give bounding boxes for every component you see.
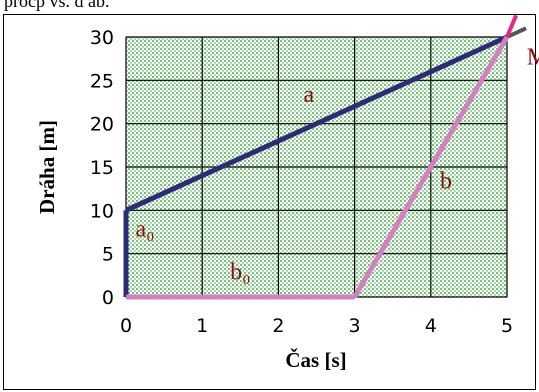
y-axis-title: Dráha [m] — [35, 120, 59, 214]
tick-labels: 0 1 2 3 4 5 0 5 10 15 20 25 30 — [90, 27, 513, 337]
x-tick-label-3: 3 — [349, 315, 361, 337]
series-labels: a b a₀ b₀ M — [136, 45, 539, 286]
y-tick-label-6: 30 — [90, 27, 114, 49]
x-tick-label-5: 5 — [501, 315, 513, 337]
y-tick-label-4: 20 — [90, 114, 114, 136]
series-label-2: a₀ — [136, 216, 155, 242]
series-label-1: b — [440, 169, 452, 195]
series-lines — [123, 14, 527, 300]
y-tick-label-5: 25 — [90, 70, 114, 92]
series-line-a — [124, 34, 509, 213]
top-text: procp vs. d ab. — [4, 0, 110, 11]
x-tick-label-4: 4 — [425, 315, 437, 337]
top-text-strip: procp vs. d ab. — [0, 0, 539, 14]
line-extension-1 — [505, 14, 518, 38]
series-line-b — [352, 35, 510, 299]
x-tick-label-2: 2 — [272, 315, 284, 337]
y-tick-label-2: 10 — [90, 200, 114, 222]
x-tick-label-0: 0 — [120, 315, 132, 337]
x-axis-title: Čas [s] — [285, 348, 346, 372]
chart-frame — [3, 14, 536, 390]
series-label-4: M — [527, 45, 539, 71]
series-label-3: b₀ — [230, 260, 250, 286]
line-extension-0 — [506, 26, 527, 39]
y-tick-label-3: 15 — [90, 157, 114, 179]
y-tick-label-1: 5 — [102, 244, 114, 266]
series-label-0: a — [304, 82, 315, 108]
x-tick-label-1: 1 — [196, 315, 208, 337]
y-tick-label-0: 0 — [102, 287, 114, 309]
